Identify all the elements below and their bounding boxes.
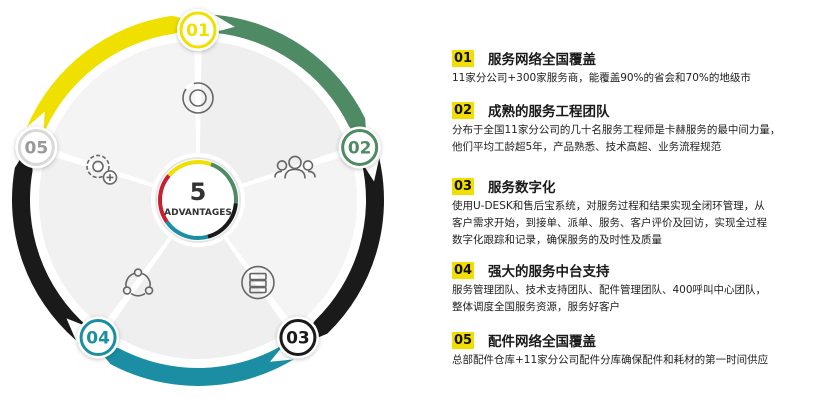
badge-number: 03	[286, 329, 310, 349]
cycle-diagram: 5 ADVANTAGES 01 02 03 04 05	[11, 9, 384, 386]
segment-3	[224, 151, 359, 330]
advantage-number-badge: 05	[452, 331, 474, 349]
advantage-description: 服务管理团队、技术支持团队、配件管理团队、400呼叫中心团队， 整体调度全国服务…	[452, 284, 767, 313]
advantage-item-4: 04 强大的服务中台支持 服务管理团队、技术支持团队、配件管理团队、400呼叫中…	[452, 260, 822, 316]
node-top	[133, 268, 143, 277]
advantage-number-badge: 02	[452, 101, 474, 119]
target-icon	[182, 82, 214, 114]
badge-ring	[17, 128, 55, 166]
server-unit-bottom	[249, 286, 267, 294]
gear-hub	[92, 160, 104, 173]
number-badge-5: 05	[15, 126, 58, 169]
server-unit-top	[249, 272, 267, 281]
number-badge-4: 04	[77, 316, 120, 359]
gear-plus-icon	[86, 154, 118, 185]
number-badge-2: 02	[338, 126, 381, 169]
badge-number: 05	[24, 138, 48, 158]
advantage-item-1: 01 服务网络全国覆盖 11家分公司+300家服务商，能覆盖90%的省会和70%…	[452, 48, 822, 87]
badge-number: 04	[86, 329, 110, 349]
number-badge-3: 03	[276, 316, 319, 359]
center-arc-red	[158, 174, 171, 223]
arrow-segment-3	[299, 158, 384, 345]
plus-sign	[106, 173, 114, 181]
segment-4	[104, 236, 292, 361]
segment-2	[197, 39, 351, 187]
badge-number: 02	[348, 138, 372, 158]
advantage-title: 服务网络全国覆盖	[488, 52, 596, 68]
number-badge-1: 01	[177, 9, 219, 51]
advantage-item-5: 05 配件网络全国覆盖 总部配件仓库+11家分公司配件分库确保配件和耗材的第一时…	[452, 330, 822, 369]
arrow-segment-5	[11, 142, 88, 341]
arrow-segment-2	[212, 14, 368, 149]
advantage-title: 服务数字化	[488, 180, 556, 196]
node-left	[122, 286, 132, 295]
advantage-number-badge: 03	[452, 177, 474, 195]
server-sync-icon	[241, 265, 275, 300]
server-unit-mid	[249, 279, 267, 288]
arrow-segment-4	[91, 341, 294, 386]
team-icon	[274, 155, 316, 179]
advantage-title: 强大的服务中台支持	[488, 264, 610, 280]
center-arc-yellow	[167, 160, 212, 177]
advantage-item-3: 03 服务数字化 使用U-DESK和售后宝系统，对服务过程和结果实现全闭环管理，…	[452, 176, 822, 249]
center-label: ADVANTAGES	[164, 208, 232, 218]
center-hub: 5 ADVANTAGES	[155, 157, 241, 243]
badge-circle	[77, 316, 120, 359]
advantage-description: 总部配件仓库+11家分公司配件分库确保配件和耗材的第一时间供应	[452, 354, 769, 366]
badge-ring	[79, 319, 117, 357]
gear-teeth	[86, 154, 110, 179]
team-body-right	[307, 170, 316, 178]
sync-circle	[241, 265, 275, 300]
cycle-arcs	[125, 272, 151, 297]
team-body-center	[284, 168, 306, 179]
target-inner-ring	[189, 89, 207, 107]
badge-ring	[341, 128, 379, 166]
advantage-item-2: 02 成熟的服务工程团队 分布于全国11家分公司的几十名服务工程师是卡赫服务的最…	[452, 100, 822, 156]
segment-ring	[37, 39, 359, 361]
center-number: 5	[190, 178, 207, 206]
segment-5	[37, 151, 172, 330]
badge-circle	[338, 126, 381, 169]
team-head-center	[288, 155, 302, 170]
team-body-left	[274, 170, 283, 178]
badge-circle	[15, 126, 58, 169]
advantage-description: 使用U-DESK和售后宝系统，对服务过程和结果实现全闭环管理，从 客户需求开始，…	[452, 200, 767, 246]
advantage-title: 成熟的服务工程团队	[488, 104, 610, 120]
advantage-number-badge: 01	[452, 49, 474, 67]
center-arc-teal	[165, 220, 209, 240]
target-outer-ring	[182, 82, 214, 114]
center-arc-green	[210, 162, 238, 204]
advantage-description: 分布于全国11家分公司的几十名服务工程师是卡赫服务的最中间力量， 他们平均工龄超…	[452, 124, 781, 153]
number-badges: 01 02 03 04 05	[15, 9, 381, 359]
badge-circle	[177, 9, 219, 51]
badge-ring	[179, 11, 217, 49]
badge-number: 01	[186, 21, 210, 41]
team-head-left	[276, 160, 288, 171]
team-head-right	[302, 160, 314, 171]
advantage-title: 配件网络全国覆盖	[488, 334, 596, 350]
badge-ring	[279, 319, 317, 357]
target-gap	[184, 82, 195, 91]
center-outer-ring	[155, 157, 241, 243]
node-right	[144, 286, 154, 295]
center-arc-black	[207, 203, 238, 239]
badge-circle	[276, 316, 319, 359]
network-cycle-icon	[122, 268, 154, 297]
advantage-description: 11家分公司+300家服务商，能覆盖90%的省会和70%的地级市	[452, 72, 751, 84]
segment-1	[45, 39, 199, 187]
advantage-number-badge: 04	[452, 261, 474, 279]
